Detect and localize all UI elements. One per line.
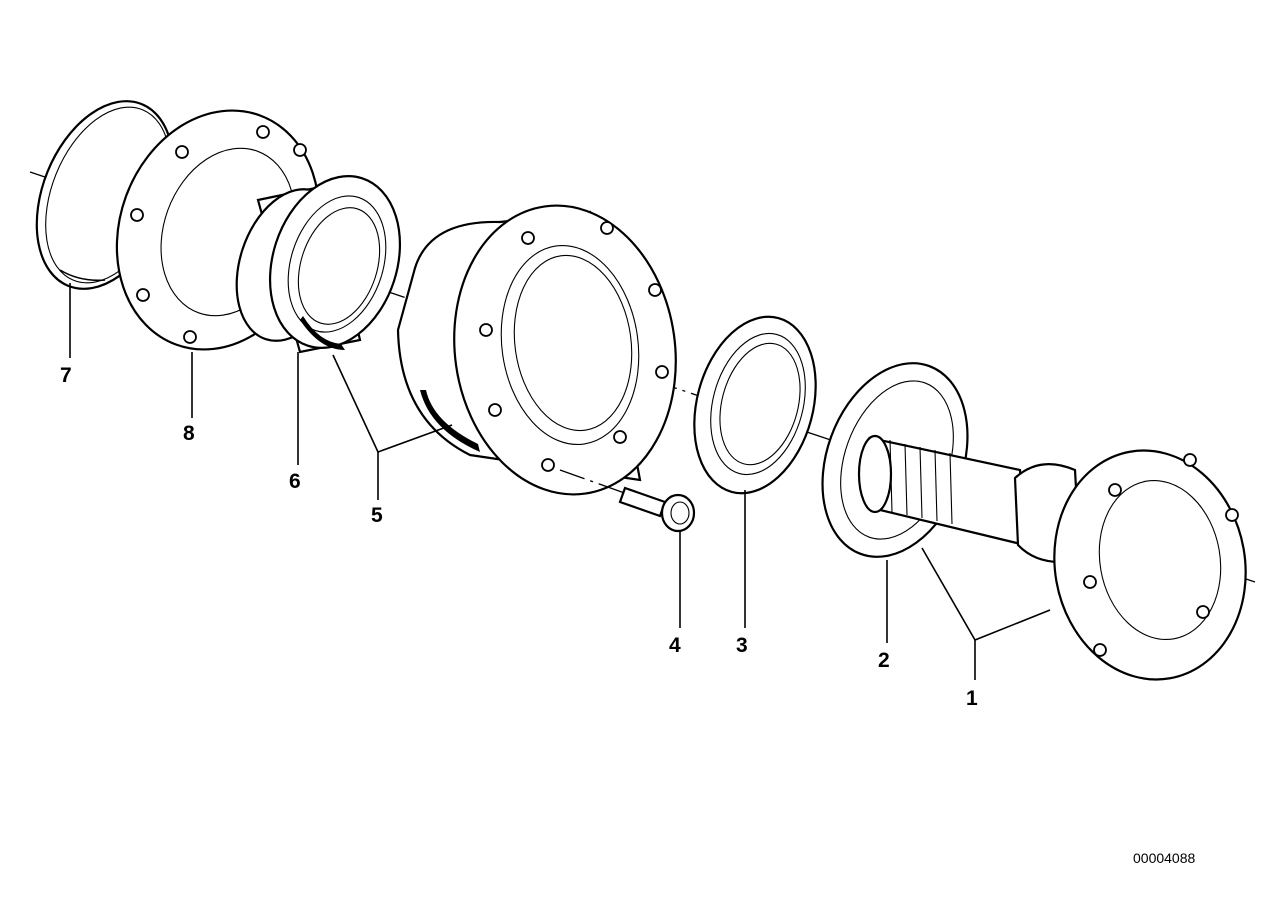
part-5-housing [396,204,677,496]
part-6-bearing [235,175,402,354]
part-1-output-flange-shaft [857,434,1247,681]
leader-lines [69,283,1051,680]
callout-8: 8 [183,422,195,445]
callout-2: 2 [878,649,890,672]
callout-1: 1 [966,687,978,710]
part-4-bolt [559,469,696,533]
callout-6: 6 [289,470,301,493]
part-3-shaft-seal [693,315,817,495]
callout-5: 5 [371,504,383,527]
callout-3: 3 [736,634,748,657]
document-number: 00004088 [1133,850,1196,866]
callout-7: 7 [60,364,72,387]
callout-4: 4 [669,634,681,657]
